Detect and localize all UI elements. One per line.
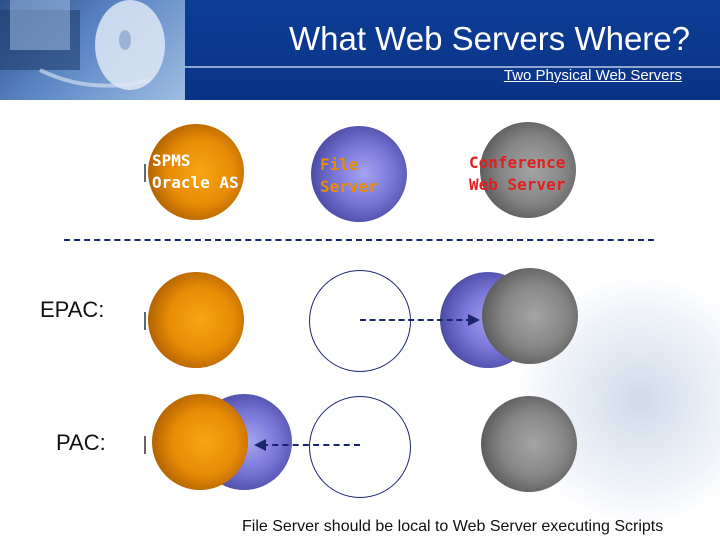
tick-mark xyxy=(144,436,146,454)
page-title: What Web Servers Where? xyxy=(288,20,690,57)
epac-conference-circle xyxy=(482,268,578,364)
epac-empty-slot xyxy=(309,270,411,372)
tick-mark xyxy=(144,164,146,182)
pac-move-arrow xyxy=(262,444,360,446)
tick-mark xyxy=(144,312,146,330)
epac-label: EPAC: xyxy=(40,297,105,322)
laptop-mouse-photo-icon xyxy=(0,0,165,90)
pac-empty-slot xyxy=(309,396,411,498)
arrow-head-left-icon xyxy=(254,439,266,451)
section-divider xyxy=(64,239,654,241)
footer-note: File Server should be local to Web Serve… xyxy=(242,518,664,535)
spms-server-circle xyxy=(148,124,244,220)
epac-spms-circle xyxy=(148,272,244,368)
header-line xyxy=(185,66,720,68)
conference-server-circle xyxy=(480,122,576,218)
header-photo xyxy=(0,0,185,100)
file-server-label: File Server xyxy=(320,155,378,196)
pac-spms-circle xyxy=(152,394,248,490)
pac-label: PAC: xyxy=(56,430,106,455)
page-subtitle: Two Physical Web Servers xyxy=(503,67,682,84)
epac-move-arrow xyxy=(360,319,472,321)
conference-server-label: Conference Web Server xyxy=(469,153,566,194)
file-server-circle xyxy=(311,126,407,222)
spms-server-label: SPMS Oracle AS xyxy=(152,151,239,192)
pac-conference-circle xyxy=(481,396,577,492)
header-bar xyxy=(185,0,720,100)
arrow-head-right-icon xyxy=(468,314,480,326)
